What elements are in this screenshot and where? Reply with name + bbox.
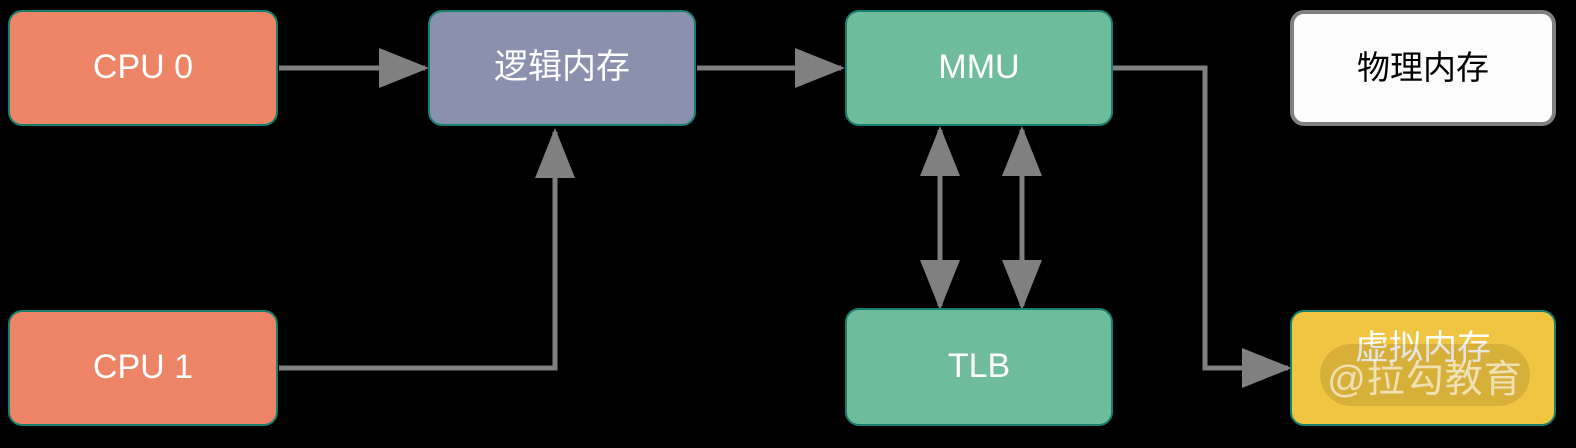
- node-cpu1-label: CPU 1: [92, 348, 194, 387]
- node-logical-memory-label: 逻辑内存: [494, 48, 630, 87]
- edge-cpu1-to-logical: [279, 127, 575, 371]
- node-logical-memory[interactable]: 逻辑内存: [428, 10, 696, 126]
- node-mmu[interactable]: MMU: [845, 10, 1113, 126]
- node-cpu1[interactable]: CPU 1: [8, 310, 278, 426]
- node-virtual-memory[interactable]: 虚拟内存: [1290, 310, 1556, 426]
- node-tlb-label: TLB: [947, 347, 1011, 386]
- node-cpu0-label: CPU 0: [92, 48, 194, 87]
- node-mmu-label: MMU: [938, 48, 1020, 87]
- node-physical-memory-label: 物理内存: [1357, 48, 1489, 86]
- node-physical-memory[interactable]: 物理内存: [1290, 10, 1556, 126]
- node-cpu0[interactable]: CPU 0: [8, 10, 278, 126]
- edge-mmu-to-virtual: [1113, 65, 1293, 388]
- node-tlb[interactable]: TLB: [845, 308, 1113, 426]
- node-virtual-memory-label: 虚拟内存: [1355, 329, 1491, 367]
